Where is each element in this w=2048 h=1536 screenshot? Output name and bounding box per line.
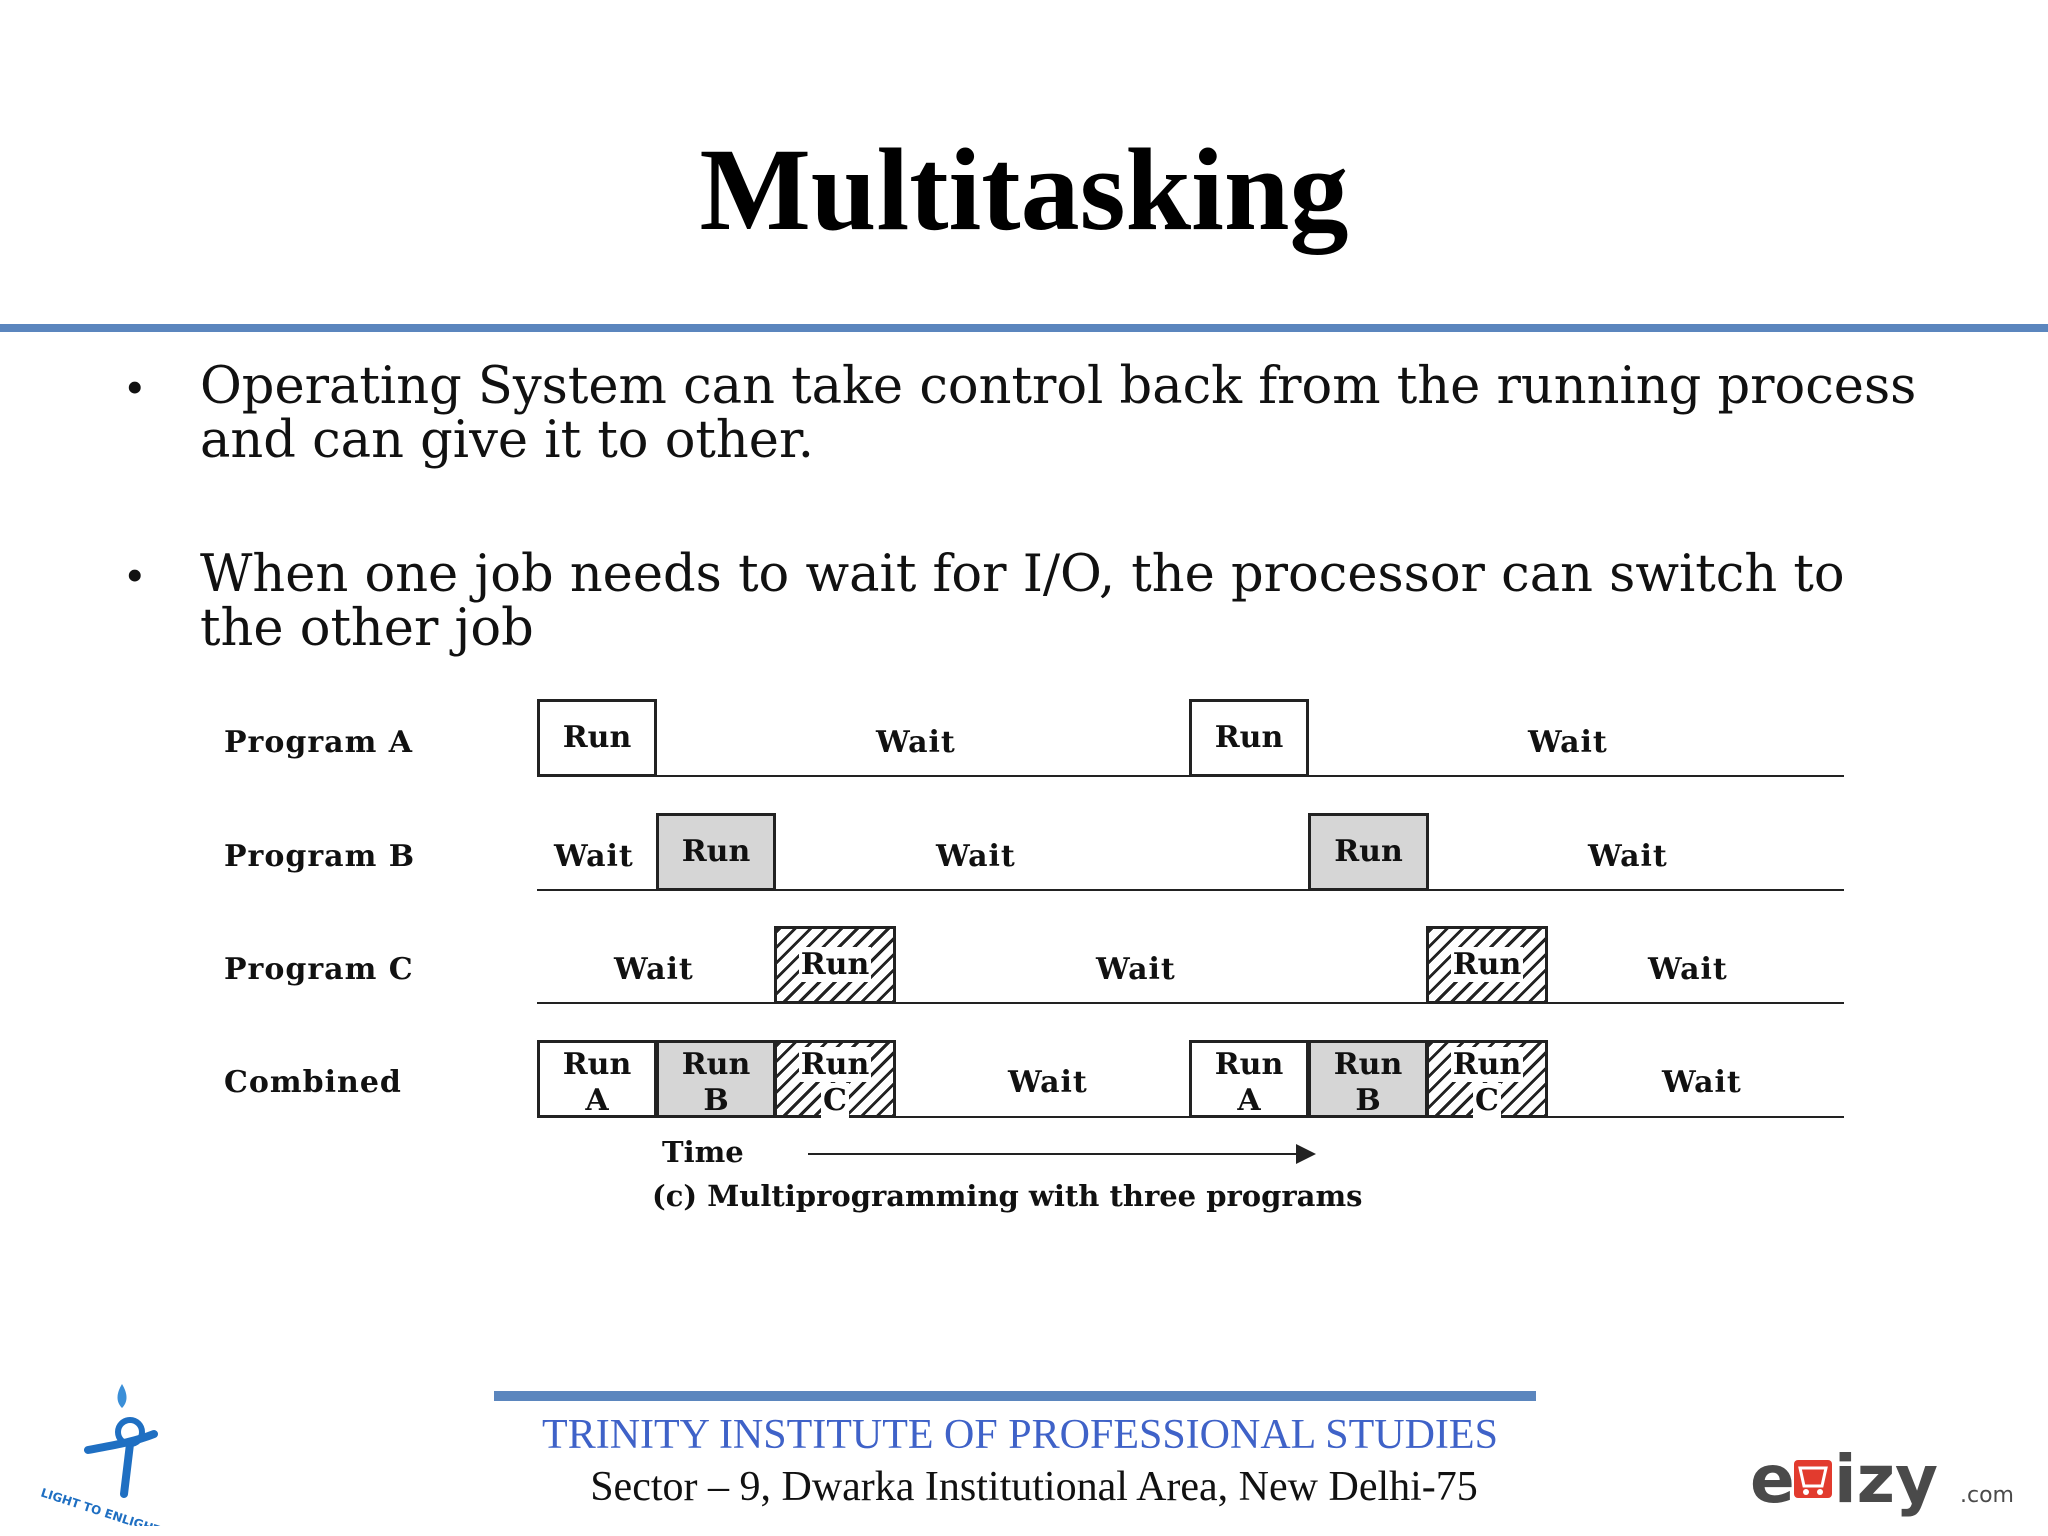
bullet-list: • Operating System can take control back… — [118, 360, 1938, 736]
wait-label: Wait — [936, 839, 1016, 874]
row-label-program-b: Program B — [224, 839, 416, 874]
bullet-text: When one job needs to wait for I/O, the … — [200, 545, 1845, 658]
time-arrow — [808, 1153, 1313, 1155]
run-label: Run — [1214, 1047, 1284, 1082]
svg-text:izy: izy — [1834, 1441, 1938, 1518]
institute-name-text: TRINITY INSTITUTE OF PROFESSIONAL STUDIE… — [542, 1412, 1498, 1458]
wait-label: Wait — [1096, 952, 1176, 987]
run-block-b: Run — [656, 813, 776, 891]
timeline-program-b — [537, 889, 1844, 891]
wait-label: Wait — [1662, 1065, 1742, 1100]
svg-text:LIGHT TO ENLIGHTEN: LIGHT TO ENLIGHTEN — [39, 1486, 180, 1526]
run-label: Run — [1450, 1047, 1524, 1082]
program-letter: C — [821, 1083, 849, 1118]
timeline-program-c — [537, 1002, 1844, 1004]
timeline-program-a — [537, 775, 1844, 777]
run-label: Run — [798, 947, 872, 982]
run-label: Run — [562, 1047, 632, 1082]
program-letter: B — [703, 1083, 729, 1118]
institute-address: Sector – 9, Dwarka Institutional Area, N… — [0, 1462, 2048, 1512]
run-label: Run — [1334, 834, 1403, 869]
program-letter: A — [1237, 1083, 1261, 1118]
institute-address-text: Sector – 9, Dwarka Institutional Area, N… — [590, 1464, 1478, 1510]
row-label-program-c: Program C — [224, 952, 414, 987]
wait-label: Wait — [614, 952, 694, 987]
run-block-c: Run — [774, 926, 896, 1004]
arrow-head-icon — [1296, 1144, 1316, 1164]
eazy-logo: e izy .com — [1750, 1441, 2014, 1518]
figure-caption: (c) Multiprogramming with three programs — [652, 1179, 1363, 1213]
run-label: Run — [798, 1047, 872, 1082]
footer-divider — [494, 1391, 1536, 1401]
wait-label: Wait — [1648, 952, 1728, 987]
wait-label: Wait — [554, 839, 634, 874]
program-letter: B — [1355, 1083, 1381, 1118]
run-label: Run — [681, 834, 751, 869]
run-label: Run — [1333, 1047, 1403, 1082]
institute-name: TRINITY INSTITUTE OF PROFESSIONAL STUDIE… — [0, 1410, 2048, 1460]
row-label-combined: Combined — [224, 1065, 402, 1100]
bullet-marker: • — [126, 359, 144, 415]
title-divider — [0, 324, 2048, 332]
light-to-enlighten-logo: LIGHT TO ENLIGHTEN — [37, 1384, 201, 1526]
program-letter: A — [585, 1083, 609, 1118]
bullet-item: • Operating System can take control back… — [118, 360, 1938, 468]
svg-text:.com: .com — [1960, 1483, 2014, 1508]
program-letter: C — [1473, 1083, 1501, 1118]
run-label: Run — [681, 1047, 751, 1082]
bullet-text: Operating System can take control back f… — [200, 357, 1917, 470]
slide-title: Multitasking — [699, 124, 1349, 255]
bullet-item: • When one job needs to wait for I/O, th… — [118, 548, 1938, 656]
wait-label: Wait — [1588, 839, 1668, 874]
timeline-combined — [537, 1116, 1844, 1118]
run-label: Run — [1450, 947, 1524, 982]
run-block-b: Run — [1308, 813, 1429, 891]
run-block-c: Run — [1426, 926, 1548, 1004]
wait-label: Wait — [1008, 1065, 1088, 1100]
svg-text:e: e — [1750, 1441, 1795, 1518]
bullet-marker: • — [126, 547, 144, 603]
time-axis-label: Time — [662, 1135, 744, 1169]
